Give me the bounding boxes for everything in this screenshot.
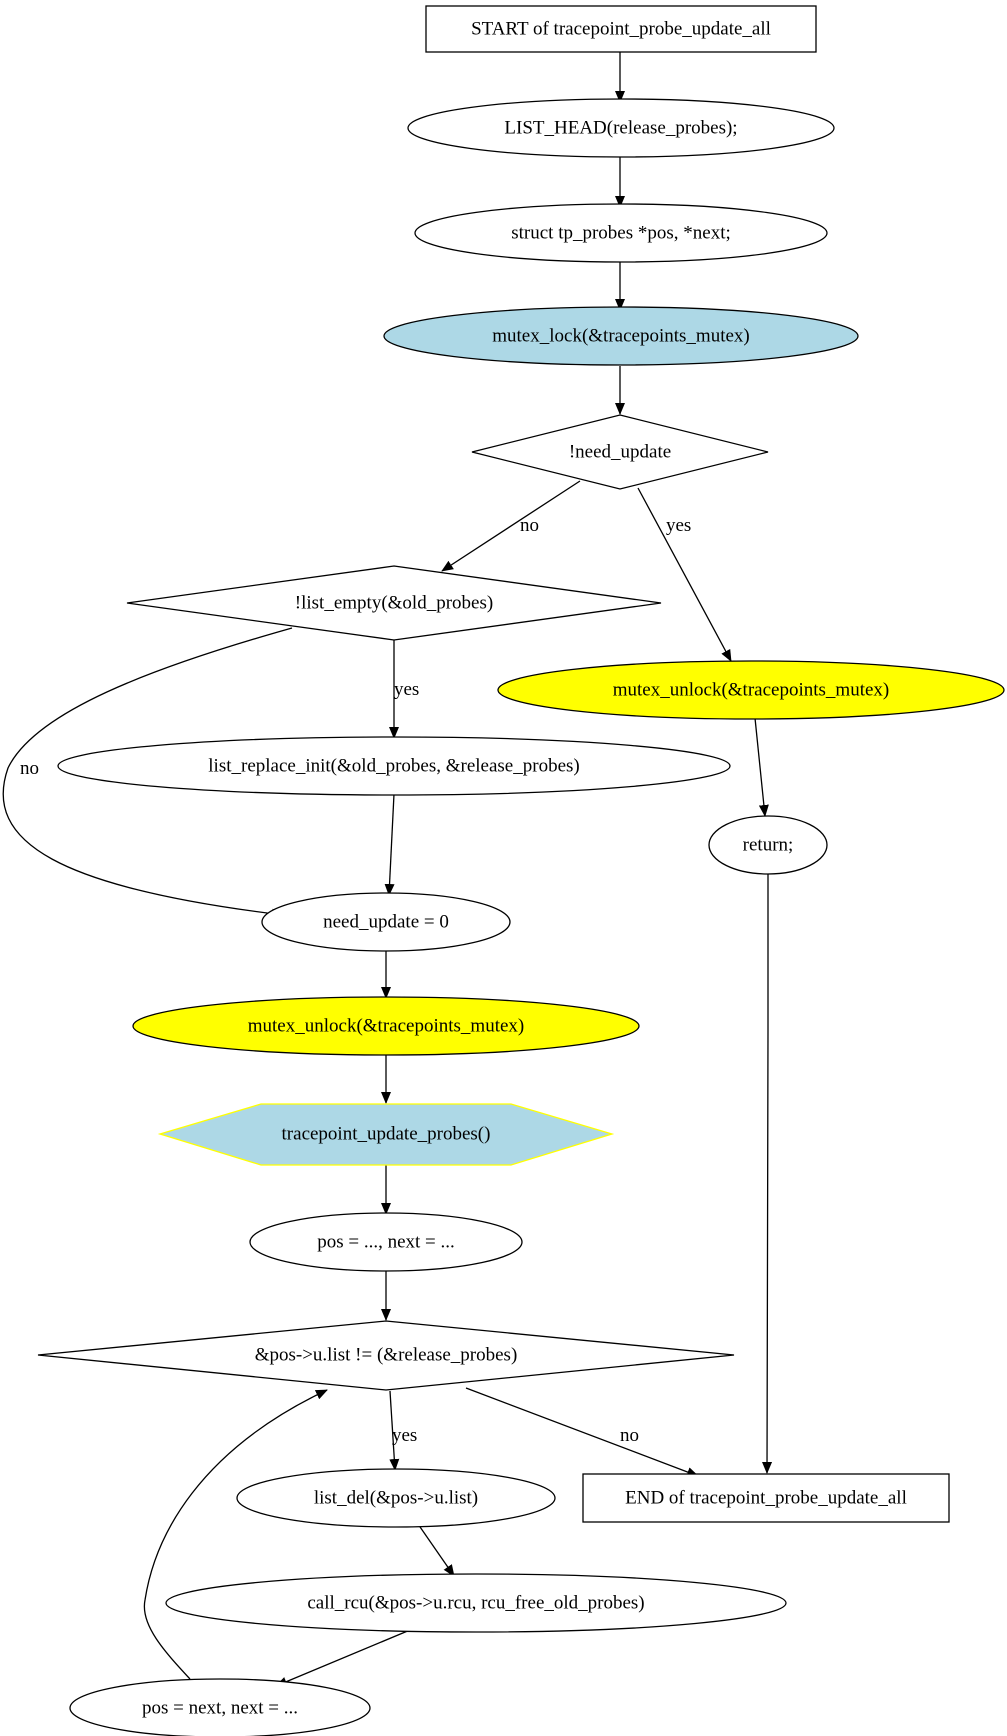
node-list-del-label: list_del(&pos->u.list) xyxy=(314,1488,478,1509)
node-mutex-unlock-right: mutex_unlock(&tracepoints_mutex) xyxy=(497,660,1005,720)
node-pos-init: pos = ..., next = ... xyxy=(249,1212,523,1272)
node-mutex-unlock-left-label: mutex_unlock(&tracepoints_mutex) xyxy=(248,1016,524,1037)
node-mutex-lock: mutex_lock(&tracepoints_mutex) xyxy=(383,306,859,366)
node-end-label: END of tracepoint_probe_update_all xyxy=(625,1488,907,1509)
node-return-label: return; xyxy=(743,835,794,856)
node-loop-check-label: &pos->u.list != (&release_probes) xyxy=(255,1345,518,1366)
node-call-rcu: call_rcu(&pos->u.rcu, rcu_free_old_probe… xyxy=(165,1573,787,1633)
node-list-replace: list_replace_init(&old_probes, &release_… xyxy=(57,736,731,796)
node-update-probes-label: tracepoint_update_probes() xyxy=(282,1124,491,1145)
edge-label-list-empty-yes: yes xyxy=(394,679,419,700)
edge-label-need-update-yes: yes xyxy=(666,515,691,536)
node-list-del: list_del(&pos->u.list) xyxy=(236,1468,556,1528)
edge-list-replace-to-need-update xyxy=(384,793,395,896)
node-set-need-update: need_update = 0 xyxy=(261,892,511,952)
edge-call-rcu-to-pos-next xyxy=(275,1629,411,1687)
edge-pos-next-back-to-loop xyxy=(143,1389,328,1680)
node-pos-next-label: pos = next, next = ... xyxy=(142,1698,298,1719)
node-list-empty-check-label: !list_empty(&old_probes) xyxy=(295,593,493,614)
node-set-need-update-label: need_update = 0 xyxy=(323,912,449,933)
node-start: START of tracepoint_probe_update_all xyxy=(425,5,817,53)
edge-loop-no xyxy=(465,1387,699,1477)
node-list-replace-label: list_replace_init(&old_probes, &release_… xyxy=(208,756,579,777)
node-update-probes: tracepoint_update_probes() xyxy=(157,1103,615,1166)
node-need-update-check-label: !need_update xyxy=(569,442,671,463)
node-list-head-label: LIST_HEAD(release_probes); xyxy=(504,118,737,139)
node-pos-next: pos = next, next = ... xyxy=(69,1678,371,1736)
edge-list-del-to-call-rcu xyxy=(417,1523,455,1577)
edge-loop-yes xyxy=(389,1390,400,1471)
node-decl-label: struct tp_probes *pos, *next; xyxy=(511,223,731,244)
edges xyxy=(2,52,773,1687)
nodes: START of tracepoint_probe_update_all LIS… xyxy=(37,5,1005,1736)
edge-label-list-empty-no: no xyxy=(20,758,39,779)
node-mutex-lock-label: mutex_lock(&tracepoints_mutex) xyxy=(492,326,749,347)
edge-list-empty-no xyxy=(2,627,293,919)
node-call-rcu-label: call_rcu(&pos->u.rcu, rcu_free_old_probe… xyxy=(307,1593,644,1614)
edge-label-loop-yes: yes xyxy=(392,1425,417,1446)
node-list-empty-check: !list_empty(&old_probes) xyxy=(126,565,662,641)
edge-need-update-no xyxy=(441,480,581,572)
edge-label-need-update-no: no xyxy=(520,515,539,536)
node-list-head: LIST_HEAD(release_probes); xyxy=(407,98,835,158)
edge-need-update-yes xyxy=(637,487,732,662)
node-loop-check: &pos->u.list != (&release_probes) xyxy=(37,1320,735,1391)
node-need-update-check: !need_update xyxy=(471,414,769,490)
node-decl: struct tp_probes *pos, *next; xyxy=(414,203,828,263)
edge-label-loop-no: no xyxy=(620,1425,639,1446)
edge-return-to-end xyxy=(762,873,773,1474)
node-pos-init-label: pos = ..., next = ... xyxy=(317,1232,455,1253)
edge-labels: no yes yes no yes no xyxy=(20,515,691,1446)
node-mutex-unlock-right-label: mutex_unlock(&tracepoints_mutex) xyxy=(613,680,889,701)
node-mutex-unlock-left: mutex_unlock(&tracepoints_mutex) xyxy=(132,996,640,1056)
edge-mutex-unlock-right-to-return xyxy=(754,717,769,817)
node-return: return; xyxy=(708,815,828,875)
node-start-label: START of tracepoint_probe_update_all xyxy=(471,19,771,40)
node-end: END of tracepoint_probe_update_all xyxy=(582,1473,950,1523)
